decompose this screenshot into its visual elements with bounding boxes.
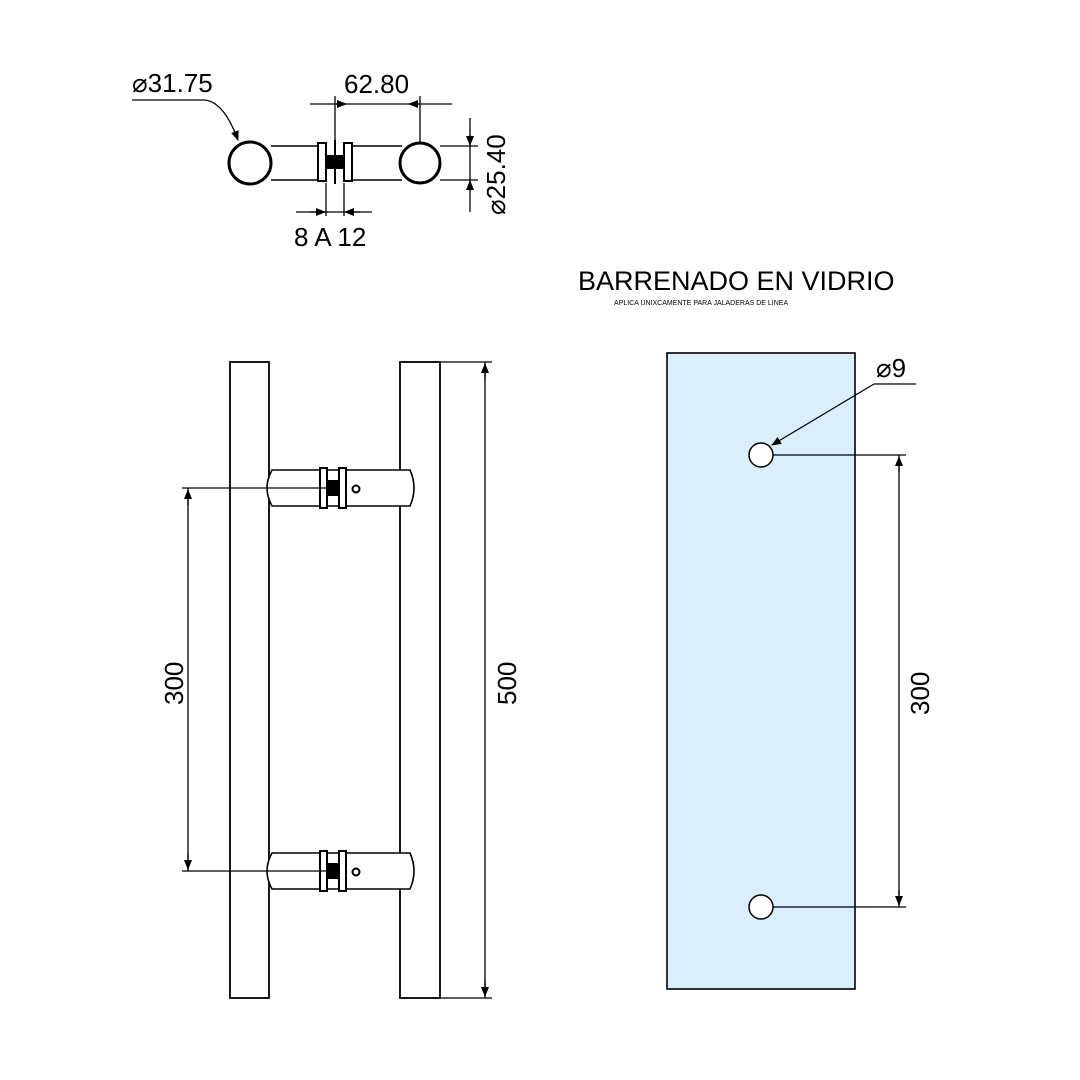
- hole-lower: [748, 894, 774, 920]
- glass-range-dimension: 8 A 12: [294, 183, 372, 252]
- dia-post-label: 25.40: [481, 134, 511, 199]
- total-length-dimension: 500: [440, 361, 522, 999]
- hole-distance-label: 300: [905, 672, 935, 715]
- handle-bar-right: [399, 361, 441, 999]
- bar-section-circle-right: [398, 141, 442, 185]
- hole-upper: [748, 442, 774, 468]
- dia-bar-dimension: ⌀31.75: [132, 68, 239, 141]
- dia-bar-label: 31.75: [148, 68, 213, 98]
- svg-text:⌀9: ⌀9: [876, 353, 906, 383]
- post-lower: [266, 850, 415, 892]
- total-length-label: 500: [492, 662, 522, 705]
- dia-post-dimension: ⌀25.40: [440, 118, 511, 215]
- diameter-symbol-hole: ⌀: [876, 353, 892, 383]
- side-view: 300 500: [159, 361, 522, 999]
- handle-bar-left: [229, 361, 270, 999]
- glass-title: BARRENADO EN VIDRIO: [578, 266, 895, 296]
- glass-fitting: [317, 140, 353, 184]
- spacing-label: 62.80: [344, 69, 409, 99]
- top-view: ⌀31.75 62.80 ⌀25.40 8: [132, 68, 511, 252]
- glass-panel-view: BARRENADO EN VIDRIO APLICA UNIXCAMENTE P…: [578, 266, 935, 990]
- diameter-symbol-post: ⌀: [481, 199, 511, 215]
- hole-dia-label: 9: [892, 353, 906, 383]
- diameter-symbol: ⌀: [132, 68, 148, 98]
- svg-text:⌀31.75: ⌀31.75: [132, 68, 213, 98]
- center-distance-dimension: 300: [159, 487, 330, 872]
- spacing-dimension: 62.80: [310, 69, 452, 143]
- glass-subtitle: APLICA UNIXCAMENTE PARA JALADERAS DE LIN…: [614, 300, 788, 307]
- bar-section-circle: [227, 140, 273, 186]
- hole-distance-dimension: 300: [773, 454, 935, 908]
- hole-dia-dimension: ⌀9: [771, 353, 916, 446]
- svg-text:⌀25.40: ⌀25.40: [481, 134, 511, 215]
- glass-range-label: 8 A 12: [294, 222, 366, 252]
- center-distance-label: 300: [159, 662, 189, 705]
